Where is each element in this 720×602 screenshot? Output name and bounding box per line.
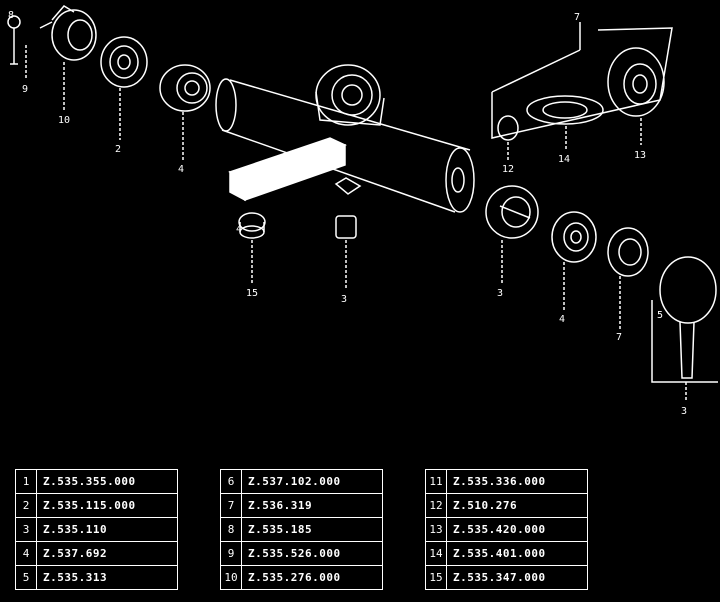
part-hand-shower (651, 256, 718, 383)
part-code: Z.535.526.000 (241, 541, 383, 566)
callout: 4 (559, 314, 565, 325)
part-number: 9 (220, 541, 242, 566)
part-code: Z.537.692 (36, 541, 178, 566)
callout: 3 (681, 406, 687, 417)
callout-labels: 9 10 2 4 7 12 14 13 15 3 3 4 7 3 5 8 4 (8, 10, 687, 417)
part-number: 1 (15, 469, 37, 494)
part-number: 2 (15, 493, 37, 518)
part-number: 14 (425, 541, 447, 566)
callout: 8 (8, 10, 14, 21)
callout: 9 (22, 84, 28, 95)
callout: 4 (178, 164, 184, 175)
part-code: Z.535.336.000 (446, 469, 588, 494)
callout: 13 (634, 150, 646, 161)
callout: 7 (574, 12, 580, 23)
part-code: Z.537.102.000 (241, 469, 383, 494)
part-code: Z.535.355.000 (36, 469, 178, 494)
part-code: Z.510.276 (446, 493, 588, 518)
part-clip (334, 177, 362, 239)
part-number: 5 (15, 565, 37, 590)
part-code: Z.535.401.000 (446, 541, 588, 566)
part-cartridge (485, 185, 539, 239)
part-number: 6 (220, 469, 242, 494)
part-spout (228, 137, 347, 202)
part-code: Z.535.347.000 (446, 565, 588, 590)
part-ring (607, 227, 649, 277)
part-number: 15 (425, 565, 447, 590)
part-code: Z.535.420.000 (446, 517, 588, 542)
part-number: 12 (425, 493, 447, 518)
callout: 7 (616, 332, 622, 343)
part-code: Z.536.319 (241, 493, 383, 518)
part-code: Z.535.185 (241, 517, 383, 542)
part-number: 10 (220, 565, 242, 590)
part-end-cap (39, 5, 97, 61)
part-number: 11 (425, 469, 447, 494)
part-code: Z.535.110 (36, 517, 178, 542)
callout: 5 (657, 310, 663, 321)
callout: 15 (246, 288, 258, 299)
part-valve-cap (315, 64, 385, 126)
part-number: 4 (15, 541, 37, 566)
part-code: Z.535.313 (36, 565, 178, 590)
part-aerator (238, 212, 266, 239)
part-bushing (159, 64, 211, 112)
part-number: 8 (220, 517, 242, 542)
part-number: 7 (220, 493, 242, 518)
part-pin (7, 15, 21, 65)
callout: 10 (58, 115, 70, 126)
part-code: Z.535.115.000 (36, 493, 178, 518)
callout: 2 (115, 144, 121, 155)
callout: 14 (558, 154, 570, 165)
part-number: 13 (425, 517, 447, 542)
part-number: 3 (15, 517, 37, 542)
callout: 12 (502, 164, 514, 175)
part-gear (100, 36, 148, 88)
callout: 3 (341, 294, 347, 305)
callout: 3 (497, 288, 503, 299)
part-gear-2 (551, 211, 597, 263)
callout: 4 (236, 224, 242, 235)
part-wall-plate (491, 27, 673, 141)
part-code: Z.535.276.000 (241, 565, 383, 590)
